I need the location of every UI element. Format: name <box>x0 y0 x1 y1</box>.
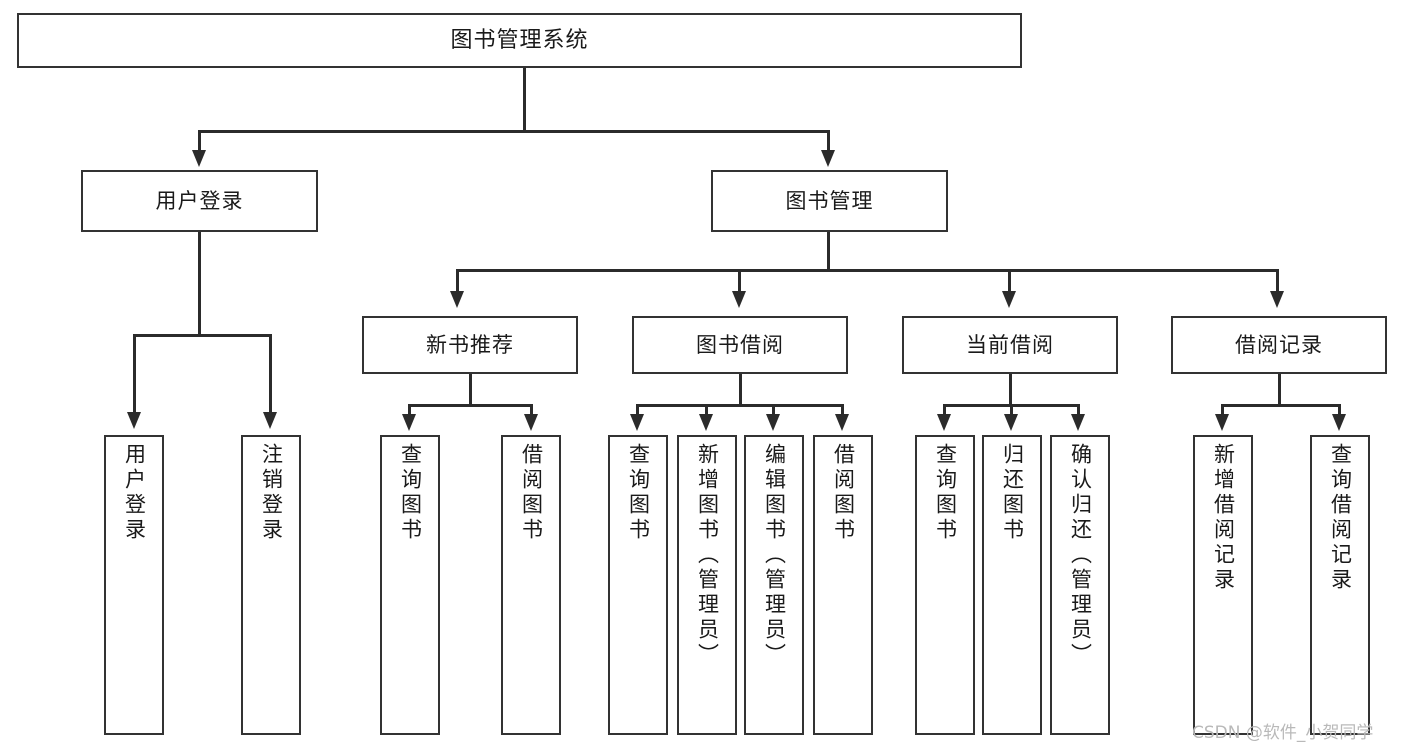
leaf-recommend-query-book[interactable]: 查询图书 <box>380 435 440 735</box>
leaf-borrow-edit-book[interactable]: 编辑图书（管理员） <box>744 435 804 735</box>
node-label: 注销登录 <box>259 443 284 543</box>
connector-record-stem <box>1278 374 1281 406</box>
leaf-current-query-book[interactable]: 查询图书 <box>915 435 975 735</box>
leaf-logout[interactable]: 注销登录 <box>241 435 301 735</box>
arrowhead-book-borrow <box>732 291 746 308</box>
node-label: 查询图书 <box>933 443 958 543</box>
arrowhead-current-return-book <box>1004 414 1018 431</box>
connector-borrow-stem <box>739 374 742 406</box>
arrowhead-borrow-edit-book <box>766 414 780 431</box>
node-label: 查询图书 <box>626 443 651 543</box>
connector-current-drop-2 <box>1010 404 1013 418</box>
connector-lvl3-drop-2 <box>738 269 741 295</box>
connector-root-drop-right <box>827 130 830 154</box>
leaf-user-login[interactable]: 用户登录 <box>104 435 164 735</box>
connector-root-stem <box>523 68 526 132</box>
connector-root-drop-left <box>198 130 201 154</box>
leaf-borrow-add-book[interactable]: 新增图书（管理员） <box>677 435 737 735</box>
arrowhead-borrow-record <box>1270 291 1284 308</box>
connector-current-drop-1 <box>943 404 946 418</box>
connector-current-stem <box>1009 374 1012 406</box>
arrowhead-record-add <box>1215 414 1229 431</box>
node-label: 用户登录 <box>122 443 147 543</box>
node-label: 借阅图书 <box>519 443 544 543</box>
connector-recommend-drop-1 <box>408 404 411 418</box>
arrowhead-borrow-borrow-book <box>835 414 849 431</box>
connector-borrow-bus <box>636 404 844 407</box>
leaf-recommend-borrow-book[interactable]: 借阅图书 <box>501 435 561 735</box>
connector-borrow-drop-3 <box>772 404 775 418</box>
arrowhead-current-query-book <box>937 414 951 431</box>
leaf-borrow-query-book[interactable]: 查询图书 <box>608 435 668 735</box>
node-label: 新增借阅记录 <box>1211 443 1236 593</box>
connector-record-drop-2 <box>1338 404 1341 418</box>
arrowhead-book-manage <box>821 150 835 167</box>
node-new-book-recommend[interactable]: 新书推荐 <box>362 316 578 374</box>
node-label: 确认归还（管理员） <box>1068 443 1093 668</box>
node-label: 新增图书（管理员） <box>695 443 720 668</box>
connector-lvl3-drop-4 <box>1276 269 1279 295</box>
connector-borrow-drop-2 <box>705 404 708 418</box>
arrowhead-current-borrow <box>1002 291 1016 308</box>
connector-current-drop-3 <box>1077 404 1080 418</box>
connector-userlogin-drop-2 <box>269 334 272 416</box>
node-book-borrow[interactable]: 图书借阅 <box>632 316 848 374</box>
arrowhead-leaf-logout <box>263 412 277 429</box>
node-label: 图书管理系统 <box>450 27 589 53</box>
arrowhead-user-login <box>192 150 206 167</box>
leaf-current-return-book[interactable]: 归还图书 <box>982 435 1042 735</box>
node-user-login[interactable]: 用户登录 <box>81 170 318 232</box>
connector-bookmanage-bus <box>456 269 1279 272</box>
arrowhead-recommend-query-book <box>402 414 416 431</box>
node-label: 新书推荐 <box>426 332 514 357</box>
node-label: 借阅记录 <box>1235 332 1323 357</box>
node-label: 归还图书 <box>1000 443 1025 543</box>
node-label: 查询借阅记录 <box>1328 443 1353 593</box>
arrowhead-record-query <box>1332 414 1346 431</box>
node-current-borrow[interactable]: 当前借阅 <box>902 316 1118 374</box>
connector-lvl3-drop-1 <box>456 269 459 295</box>
arrowhead-borrow-query-book <box>630 414 644 431</box>
node-book-management[interactable]: 图书管理 <box>711 170 948 232</box>
node-label: 图书管理 <box>785 188 874 213</box>
csdn-watermark: CSDN @软件_小贺同学 <box>1192 723 1374 743</box>
leaf-borrow-borrow-book[interactable]: 借阅图书 <box>813 435 873 735</box>
connector-recommend-drop-2 <box>530 404 533 418</box>
connector-userlogin-bus <box>133 334 272 337</box>
leaf-current-confirm-return[interactable]: 确认归还（管理员） <box>1050 435 1110 735</box>
arrowhead-recommend-borrow-book <box>524 414 538 431</box>
connector-borrow-drop-4 <box>841 404 844 418</box>
connector-recommend-stem <box>469 374 472 406</box>
connector-record-drop-1 <box>1221 404 1224 418</box>
leaf-record-add[interactable]: 新增借阅记录 <box>1193 435 1253 735</box>
connector-record-bus <box>1221 404 1341 407</box>
node-label: 用户登录 <box>155 188 244 213</box>
node-root-system[interactable]: 图书管理系统 <box>17 13 1022 68</box>
node-label: 图书借阅 <box>696 332 784 357</box>
arrowhead-leaf-user-login <box>127 412 141 429</box>
arrowhead-new-book-recommend <box>450 291 464 308</box>
leaf-record-query[interactable]: 查询借阅记录 <box>1310 435 1370 735</box>
node-borrow-record[interactable]: 借阅记录 <box>1171 316 1387 374</box>
arrowhead-borrow-add-book <box>699 414 713 431</box>
connector-root-bus <box>198 130 828 133</box>
connector-bookmanage-stem <box>827 232 830 272</box>
node-label: 借阅图书 <box>831 443 856 543</box>
connector-userlogin-stem <box>198 232 201 336</box>
connector-lvl3-drop-3 <box>1008 269 1011 295</box>
connector-userlogin-drop-1 <box>133 334 136 416</box>
arrowhead-current-confirm-return <box>1071 414 1085 431</box>
node-label: 当前借阅 <box>966 332 1054 357</box>
connector-recommend-bus <box>408 404 533 407</box>
node-label: 查询图书 <box>398 443 423 543</box>
connector-borrow-drop-1 <box>636 404 639 418</box>
node-label: 编辑图书（管理员） <box>762 443 787 668</box>
